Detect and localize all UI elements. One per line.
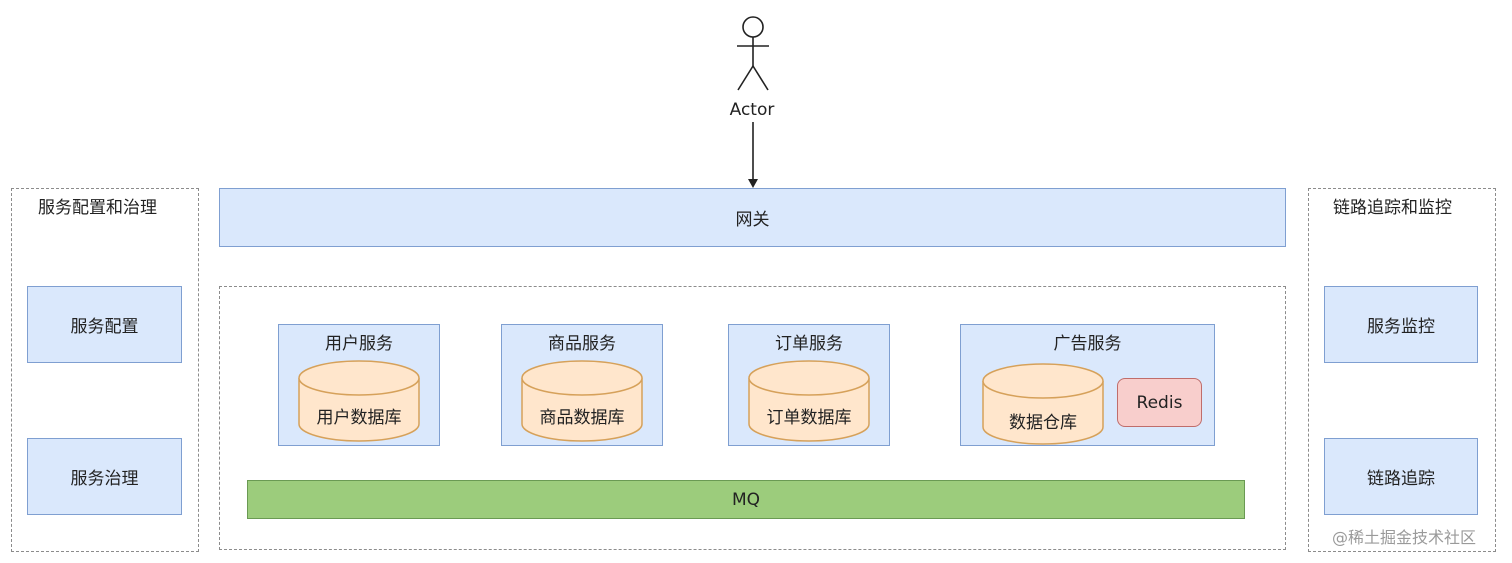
order-database-label: 订单数据库 bbox=[766, 408, 852, 428]
service-config-label: 服务配置 bbox=[70, 317, 139, 337]
gateway-box: 网关 bbox=[219, 188, 1286, 247]
actor-figure bbox=[737, 16, 769, 188]
service-monitoring-box: 服务监控 bbox=[1324, 286, 1478, 363]
data-warehouse-label: 数据仓库 bbox=[1009, 413, 1077, 433]
order-database-icon bbox=[748, 360, 870, 442]
link-tracing-box: 链路追踪 bbox=[1324, 438, 1478, 515]
service-governance-box: 服务治理 bbox=[27, 438, 182, 515]
arrow-head bbox=[748, 179, 758, 188]
product-service-title: 商品服务 bbox=[548, 334, 616, 354]
service-monitoring-label: 服务监控 bbox=[1367, 317, 1435, 337]
mq-bar: MQ bbox=[247, 480, 1245, 519]
tracing-monitoring-group: 链路追踪和监控 bbox=[1308, 188, 1496, 552]
watermark: @稀土掘金技术社区 bbox=[1332, 528, 1477, 547]
group-title-right: 链路追踪和监控 bbox=[1333, 198, 1452, 218]
gateway-label: 网关 bbox=[735, 210, 770, 230]
redis-label: Redis bbox=[1136, 392, 1183, 413]
actor-label: Actor bbox=[729, 100, 775, 120]
order-service-title: 订单服务 bbox=[775, 334, 843, 354]
service-config-governance-group: 服务配置和治理 bbox=[11, 188, 199, 552]
services-container bbox=[219, 286, 1286, 550]
ad-service-title: 广告服务 bbox=[1053, 334, 1122, 354]
group-title-left: 服务配置和治理 bbox=[38, 198, 157, 218]
user-database-label: 用户数据库 bbox=[316, 408, 402, 428]
redis-cache-box: Redis bbox=[1117, 378, 1202, 427]
user-database-icon bbox=[298, 360, 420, 442]
product-database-label: 商品数据库 bbox=[539, 408, 625, 428]
mq-label: MQ bbox=[731, 489, 761, 510]
link-tracing-label: 链路追踪 bbox=[1367, 469, 1435, 489]
service-config-box: 服务配置 bbox=[27, 286, 182, 363]
product-database-icon bbox=[521, 360, 643, 442]
data-warehouse-icon bbox=[982, 363, 1104, 445]
service-governance-label: 服务治理 bbox=[70, 469, 139, 489]
user-service-title: 用户服务 bbox=[325, 334, 393, 354]
